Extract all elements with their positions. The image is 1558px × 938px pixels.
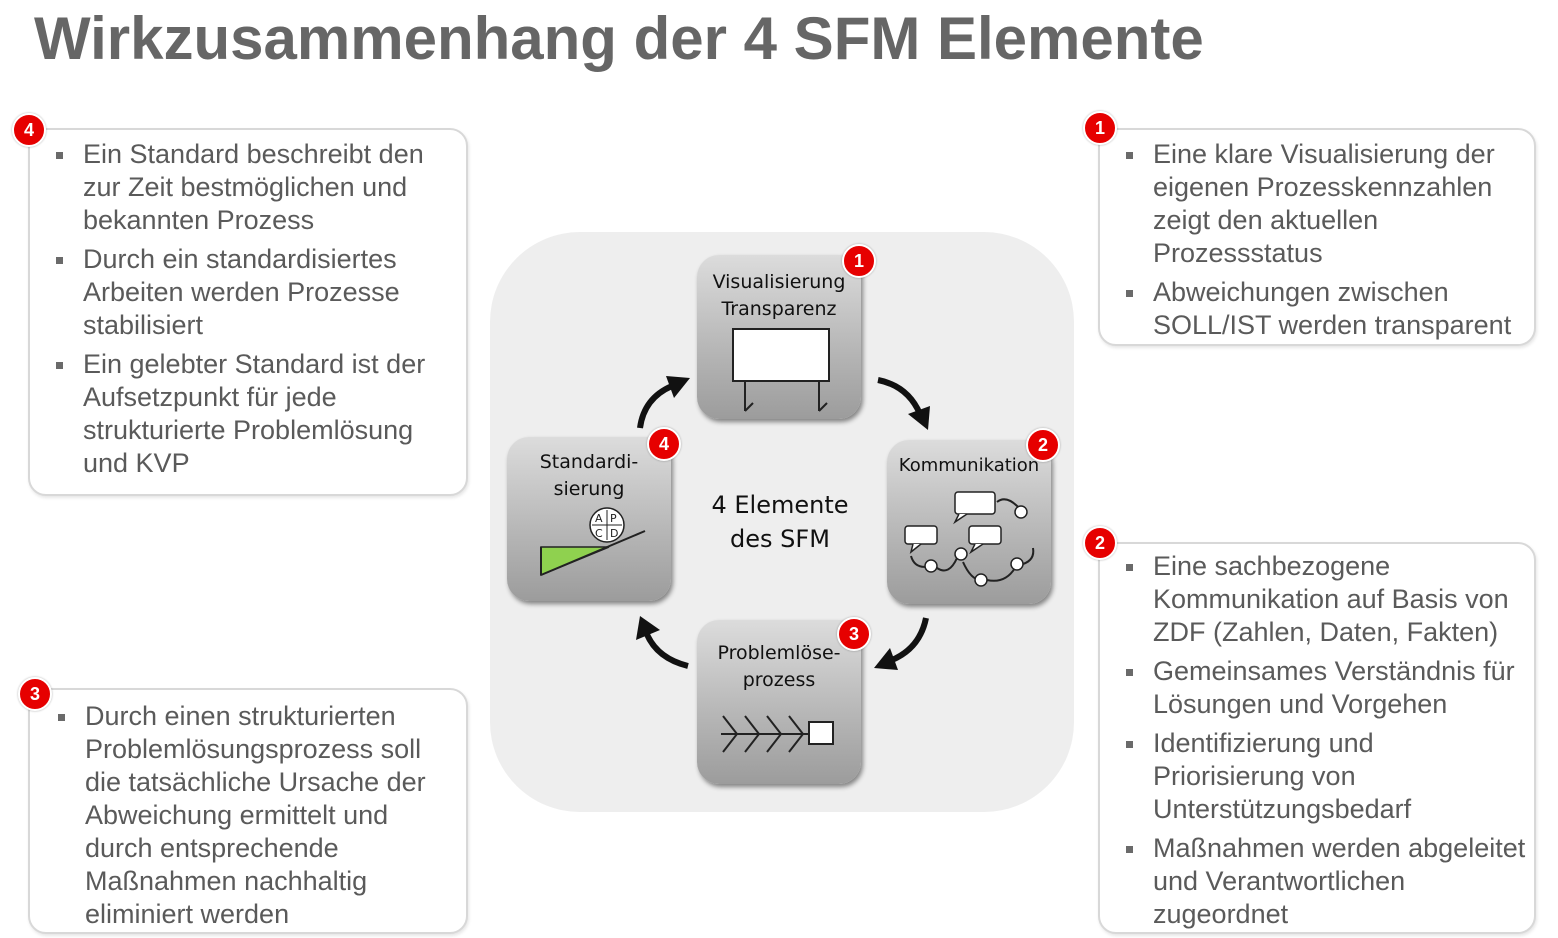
bullet-icon: [1126, 564, 1133, 571]
bullet-icon: [56, 152, 63, 159]
panel-visualisierung: Eine klare Visualisierung der eigenen Pr…: [1098, 128, 1536, 346]
bullet-list: Eine klare Visualisierung der eigenen Pr…: [1100, 138, 1524, 342]
list-item: Eine sachbezogene Kommunikation auf Basi…: [1100, 550, 1530, 649]
arrow-icon: [877, 377, 930, 430]
number-badge-2: 2: [1083, 526, 1117, 560]
panel-kommunikation: Eine sachbezogene Kommunikation auf Basi…: [1098, 542, 1536, 934]
arrow-icon: [637, 376, 690, 429]
panel-standardisierung: Ein Standard beschreibt den zur Zeit bes…: [28, 128, 468, 496]
bullet-icon: [56, 257, 63, 264]
bullet-icon: [1126, 290, 1133, 297]
center-label: 4 Elemente des SFM: [711, 491, 849, 553]
bullet-icon: [56, 362, 63, 369]
list-item: Ein Standard beschreibt den zur Zeit bes…: [30, 138, 452, 237]
arrow-icon: [874, 617, 929, 670]
pdca-letter: C: [595, 527, 603, 540]
standard-ramp-icon: [540, 507, 646, 577]
tile-problemloeseprozess: Problemlöse- prozess: [697, 620, 861, 784]
bullet-icon: [1126, 152, 1133, 159]
fishbone-icon: [721, 715, 834, 753]
page-title: Wirkzusammenhang der 4 SFM Elemente: [34, 5, 1204, 72]
tile-label: Kommunikation: [898, 455, 1040, 476]
bullet-icon: [1126, 846, 1133, 853]
bullet-icon: [1126, 669, 1133, 676]
tile-label: prozess: [742, 669, 816, 691]
communication-icon: [904, 491, 1035, 587]
bullet-list: Durch einen strukturierten Problemlösung…: [30, 700, 454, 931]
bullet-icon: [58, 714, 65, 721]
bullet-list: Ein Standard beschreibt den zur Zeit bes…: [30, 138, 452, 480]
tile-label: Visualisierung: [712, 271, 846, 293]
list-item: Gemeinsames Verständnis für Lösungen und…: [1100, 655, 1530, 721]
list-item: Durch ein standardisiertes Arbeiten werd…: [30, 243, 452, 342]
tile-label: Transparenz: [721, 298, 837, 320]
number-badge-4: 4: [647, 427, 681, 461]
number-badge-1: 1: [1083, 111, 1117, 145]
whiteboard-icon: [732, 328, 830, 412]
tile-visualisierung: Visualisierung Transparenz: [697, 255, 861, 419]
list-item: Durch einen strukturierten Problemlösung…: [30, 700, 454, 931]
panel-problemloesung: Durch einen strukturierten Problemlösung…: [28, 688, 468, 934]
number-badge-1: 1: [842, 244, 876, 278]
number-badge-3: 3: [837, 617, 871, 651]
tile-standardisierung: Standardi- sierung A P C D: [507, 437, 671, 601]
list-item: Maßnahmen werden abgeleitet und Verantwo…: [1100, 832, 1530, 931]
tile-label: sierung: [553, 478, 625, 500]
tile-label: Standardi-: [539, 451, 639, 473]
number-badge-3: 3: [18, 677, 52, 711]
number-badge-2: 2: [1026, 428, 1060, 462]
tile-kommunikation: Kommunikation: [887, 440, 1051, 604]
number-badge-4: 4: [12, 113, 46, 147]
pdca-letter: D: [610, 527, 619, 540]
arrow-icon: [636, 616, 689, 669]
pdca-letter: A: [595, 512, 603, 525]
bullet-icon: [1126, 741, 1133, 748]
list-item: Identifizierung und Priorisierung von Un…: [1100, 727, 1530, 826]
pdca-letter: P: [610, 512, 617, 525]
list-item: Abweichungen zwischen SOLL/IST werden tr…: [1100, 276, 1524, 342]
list-item: Eine klare Visualisierung der eigenen Pr…: [1100, 138, 1524, 270]
tile-label: Problemlöse-: [717, 642, 841, 664]
bullet-list: Eine sachbezogene Kommunikation auf Basi…: [1100, 550, 1530, 931]
list-item: Ein gelebter Standard ist der Aufsetzpun…: [30, 348, 452, 480]
